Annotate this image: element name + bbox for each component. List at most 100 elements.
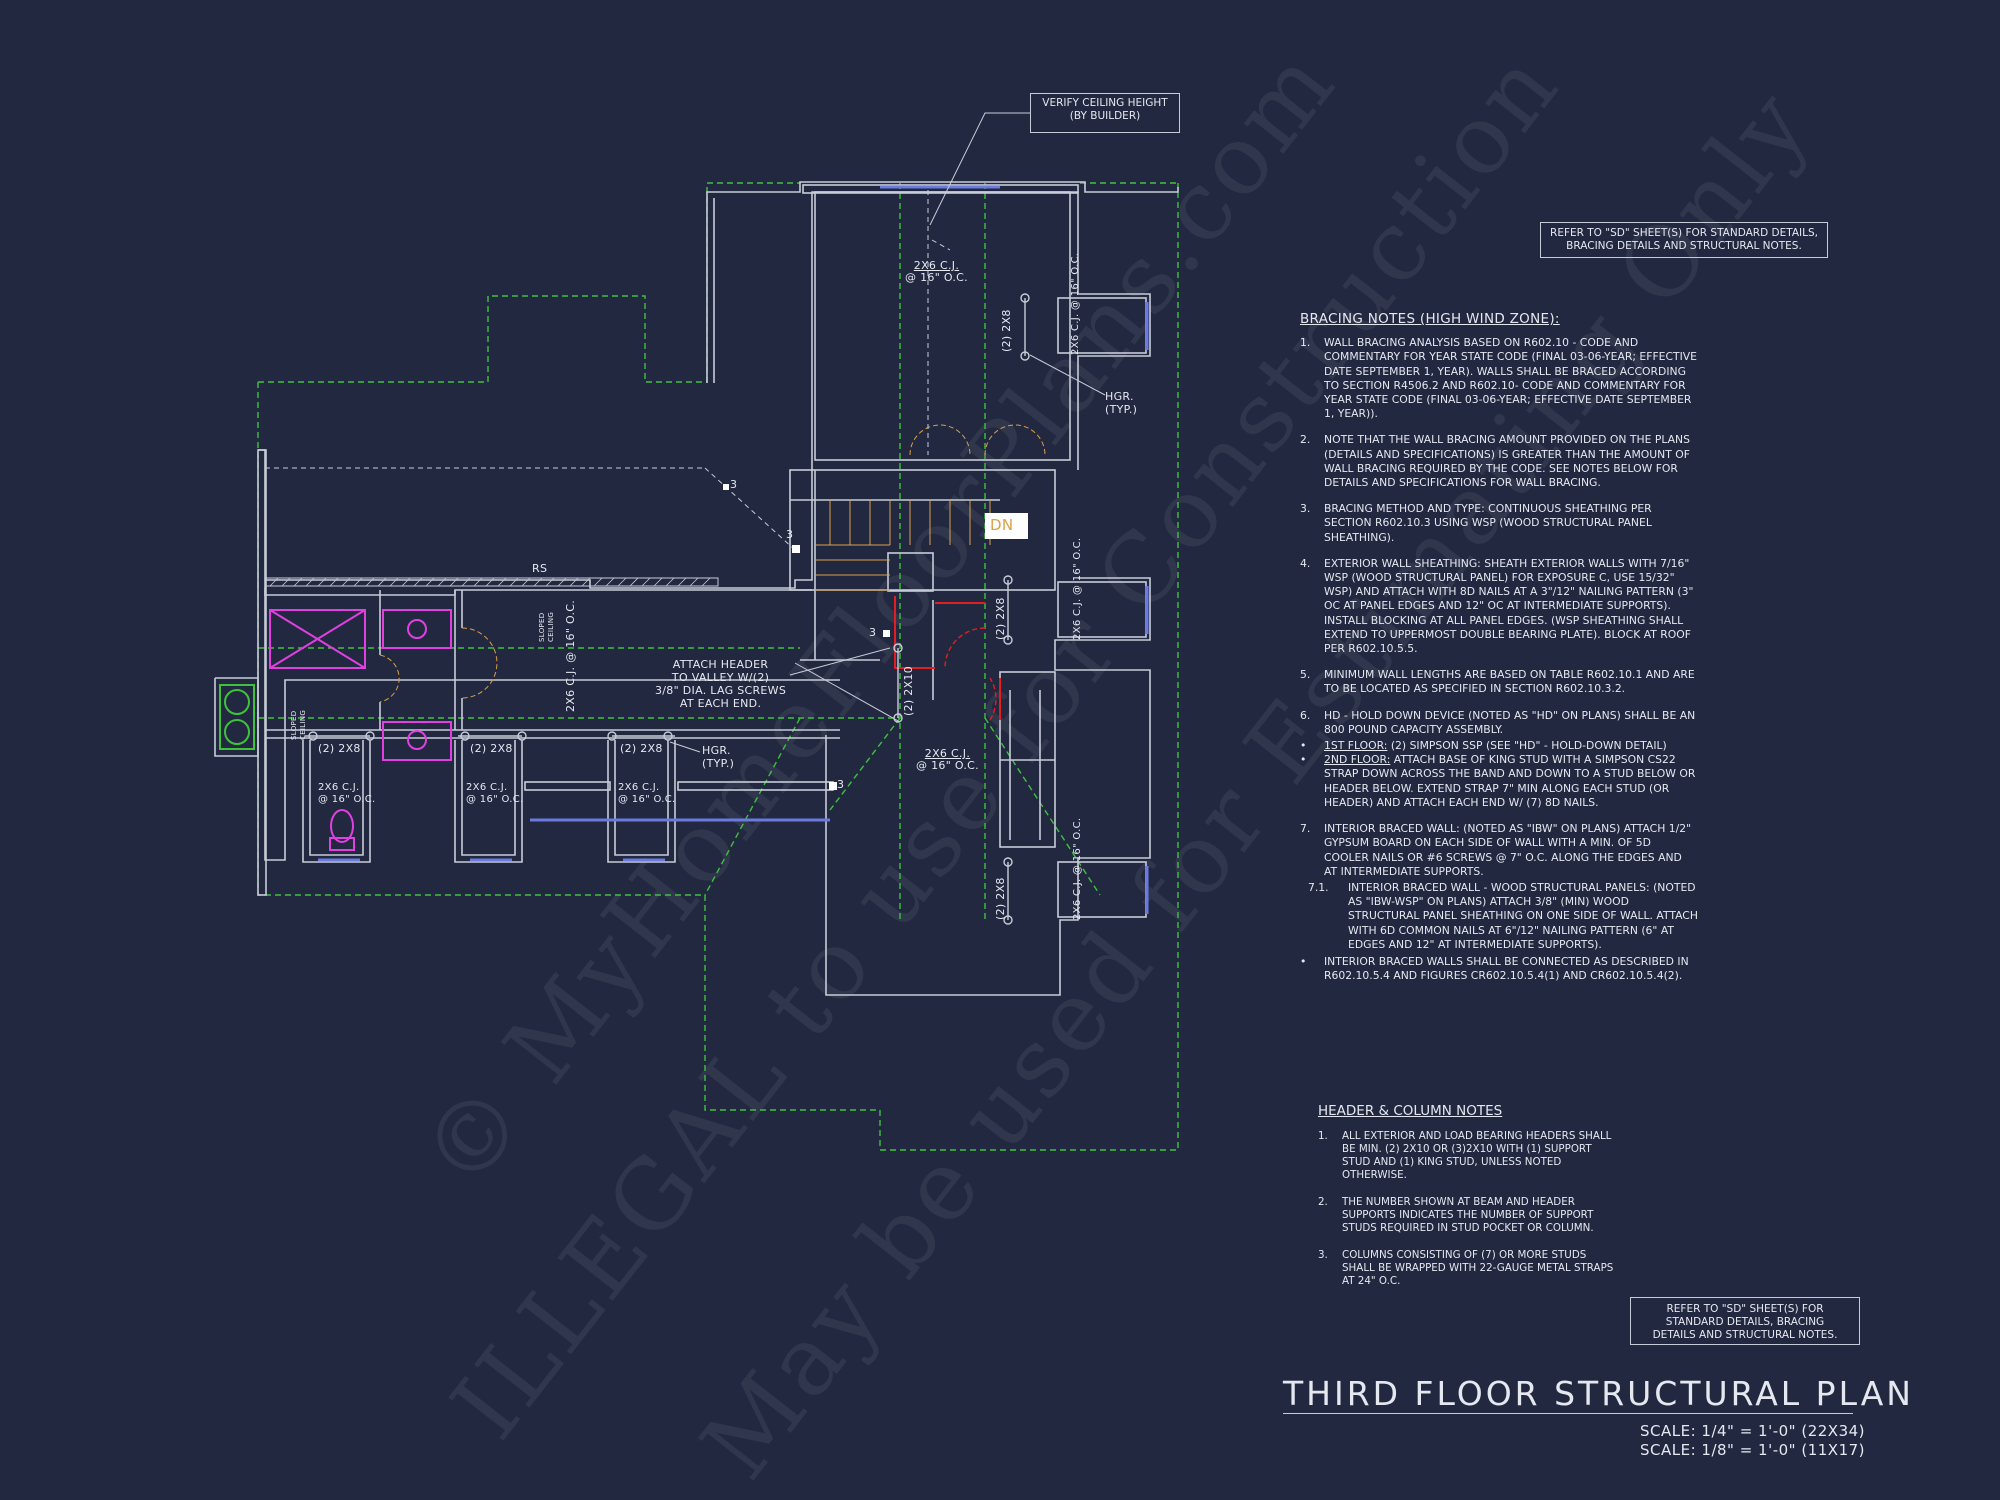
- hgr-label-1: HGR. (TYP.): [1105, 390, 1137, 416]
- refer-bottom-line-1: REFER TO "SD" SHEET(S) FOR: [1666, 1303, 1824, 1315]
- two-2x8-label-6: (2) 2x8: [994, 877, 1007, 920]
- cj-top-line-2: @ 16" O.C.: [905, 271, 968, 284]
- header-note-3-num: 3.: [1318, 1249, 1328, 1261]
- sheet-title: THIRD FLOOR STRUCTURAL PLAN: [1283, 1374, 1914, 1413]
- bracing-note-1-text: WALL BRACING ANALYSIS BASED ON R602.10 -…: [1324, 336, 1698, 421]
- two-2x8-label-4: (2) 2x8: [620, 742, 663, 755]
- attach-line-4: AT EACH END.: [679, 697, 762, 710]
- cj-room-1-line-1: 2x6 C.J.: [318, 782, 360, 793]
- dn-box: [985, 513, 1028, 539]
- cj-room-label-2: 2x6 C.J. @ 16" O.C.: [466, 782, 524, 806]
- bracing-bullet-1-num: •: [1300, 739, 1307, 753]
- bracing-note-1: 1. WALL BRACING ANALYSIS BASED ON R602.10…: [1298, 336, 1698, 421]
- cj-right-label-2: 2x6 C.J. @ 16" O.C.: [1072, 537, 1083, 640]
- cj-top-label: 2x6 C.J. @ 16" O.C.: [905, 260, 968, 284]
- sloped-ceiling-label-2: SLOPED CEILING: [290, 710, 308, 740]
- hgr-2-line-2: (TYP.): [702, 757, 735, 770]
- cj-room-label-1: 2x6 C.J. @ 16" O.C.: [318, 782, 376, 806]
- sloped-1-line-2: CEILING: [547, 611, 555, 642]
- refer-note-bottom: REFER TO "SD" SHEET(S) FOR STANDARD DETA…: [1630, 1297, 1860, 1345]
- attach-line-3: 3/8" DIA. LAG SCREWS: [655, 684, 787, 697]
- two-2x8-label-2: (2) 2x8: [318, 742, 361, 755]
- bracing-note-2-num: 2.: [1300, 433, 1311, 447]
- verify-ceiling-box: VERIFY CEILING HEIGHT (BY BUILDER): [1030, 93, 1180, 133]
- refer-note-top: REFER TO "SD" SHEET(S) FOR STANDARD DETA…: [1540, 222, 1828, 258]
- refer-top-line-1: REFER TO "SD" SHEET(S) FOR STANDARD DETA…: [1550, 227, 1818, 239]
- cj-stair-line-2: @ 16" O.C.: [916, 759, 979, 772]
- bracing-note-bullet-1: • 1ST FLOOR: (2) SIMPSON SSP (SEE "HD" - …: [1298, 739, 1698, 753]
- cj-room-label-3: 2x6 C.J. @ 16" O.C.: [618, 782, 676, 806]
- two-2x10-label: (2) 2x10: [902, 665, 915, 716]
- bracing-note-4-num: 4.: [1300, 556, 1311, 570]
- bracing-note-4-text: EXTERIOR WALL SHEATHING: SHEATH EXTERIOR…: [1324, 556, 1694, 656]
- num-3-c: 3: [869, 626, 877, 639]
- hgr-1-line-1: HGR.: [1105, 390, 1134, 403]
- washer-dryer: [219, 684, 255, 750]
- sloped-ceiling-label-1: SLOPED CEILING: [538, 612, 556, 642]
- leaders: [669, 112, 1106, 753]
- header-notes-heading: HEADER & COLUMN NOTES: [1318, 1103, 1503, 1119]
- bracing-bullet-3-num: •: [1300, 954, 1307, 968]
- header-note-1-num: 1.: [1318, 1130, 1328, 1142]
- header-note-2: 2.THE NUMBER SHOWN AT BEAM AND HEADER SU…: [1318, 1196, 1618, 1235]
- bracing-bullet-1-text: (2) SIMPSON SSP (SEE "HD" - HOLD-DOWN DE…: [1387, 739, 1667, 753]
- bracing-note-2-text: NOTE THAT THE WALL BRACING AMOUNT PROVID…: [1324, 433, 1690, 490]
- attach-header-note: ATTACH HEADER TO VALLEY w/(2) 3/8" DIA. …: [655, 658, 786, 710]
- sloped-2-line-1: SLOPED: [290, 710, 298, 740]
- cj-stair-line-1: 2x6 C.J.: [924, 747, 971, 760]
- cj-top-line-1: 2x6 C.J.: [913, 259, 960, 272]
- bracing-note-6-text: HD - HOLD DOWN DEVICE (NOTED AS "HD" ON …: [1324, 708, 1696, 736]
- two-2x8-label-1: (2) 2x8: [1000, 309, 1013, 352]
- header-note-2-num: 2.: [1318, 1196, 1328, 1208]
- dn-label: DN: [990, 516, 1014, 534]
- bracing-note-7-text: INTERIOR BRACED WALL: (NOTED AS "IBW" ON…: [1324, 822, 1692, 878]
- refer-bottom-line-3: DETAILS AND STRUCTURAL NOTES.: [1652, 1329, 1838, 1341]
- two-2x8-label-5: (2) 2x8: [994, 597, 1007, 640]
- bracing-note-1-num: 1.: [1300, 336, 1311, 350]
- refer-top-line-2: BRACING DETAILS AND STRUCTURAL NOTES.: [1566, 240, 1802, 252]
- scale-line-2: SCALE: 1/8" = 1'-0" (11x17): [1640, 1441, 1866, 1459]
- num-3-d: 3: [837, 778, 845, 791]
- cj-room-2-line-2: @ 16" O.C.: [466, 794, 524, 805]
- rs-shelf: [265, 577, 719, 587]
- bracing-note-7-1: 7.1. INTERIOR BRACED WALL - WOOD STRUCTUR…: [1298, 881, 1698, 952]
- bracing-bullet-2-text: ATTACH BASE OF KING STUD WITH A SIMPSON …: [1324, 753, 1696, 809]
- num-3-a: 3: [730, 478, 738, 491]
- bracing-bullet-2-lead: 2ND FLOOR:: [1324, 753, 1391, 767]
- hgr-2-line-1: HGR.: [702, 744, 731, 757]
- beams: [305, 293, 1030, 925]
- two-2x8-label-3: (2) 2x8: [470, 742, 513, 755]
- num-3-b: 3: [786, 528, 794, 541]
- bracing-note-7-1-text: INTERIOR BRACED WALL - WOOD STRUCTURAL P…: [1348, 880, 1698, 951]
- cj-right-label-3: 2x6 C.J. @ 16" O.C.: [1072, 817, 1083, 920]
- bracing-bullet-3-text: INTERIOR BRACED WALLS SHALL BE CONNECTED…: [1324, 954, 1689, 983]
- refer-bottom-line-2: STANDARD DETAILS, BRACING: [1665, 1316, 1825, 1328]
- bracing-note-5-num: 5.: [1300, 668, 1311, 682]
- bracing-bullet-1-lead: 1ST FLOOR:: [1324, 739, 1388, 753]
- header-notes-list: 1.ALL EXTERIOR AND LOAD BEARING HEADERS …: [1318, 1130, 1618, 1288]
- bracing-note-7-1-num: 7.1.: [1308, 880, 1329, 894]
- header-lines: [894, 596, 1001, 721]
- cj-stair-label: 2x6 C.J. @ 16" O.C.: [916, 748, 979, 772]
- bracing-note-3-num: 3.: [1300, 502, 1311, 516]
- bracing-note-5-text: MINIMUM WALL LENGTHS ARE BASED ON TABLE …: [1324, 668, 1695, 696]
- cj-room-1-line-2: @ 16" O.C.: [318, 794, 376, 805]
- cj-mid-label: 2x6 C.J. @ 16" O.C.: [564, 599, 577, 712]
- bracing-note-7-num: 7.: [1300, 822, 1311, 836]
- bracing-note-7: 7. INTERIOR BRACED WALL: (NOTED AS "IBW" …: [1298, 822, 1698, 879]
- header-column-notes: HEADER & COLUMN NOTES 1.ALL EXTERIOR AND…: [1318, 1103, 1618, 1302]
- bracing-notes-heading: BRACING NOTES (HIGH WIND ZONE):: [1300, 311, 1560, 327]
- stair: [379, 424, 1046, 703]
- windows: [318, 185, 1149, 914]
- roof-outline: [257, 182, 1179, 1151]
- cj-room-2-line-1: 2x6 C.J.: [466, 782, 508, 793]
- rs-hatch: [269, 577, 711, 587]
- attach-line-2: TO VALLEY w/(2): [671, 671, 770, 684]
- posts: [723, 484, 890, 790]
- bracing-note-6: 6.HD - HOLD DOWN DEVICE (NOTED AS "HD" O…: [1298, 709, 1698, 737]
- hgr-1-line-2: (TYP.): [1105, 403, 1138, 416]
- cj-right-label-1: 2x6 C.J. @ 16" O.C.: [1070, 252, 1081, 355]
- bracing-notes-list: 1. WALL BRACING ANALYSIS BASED ON R602.10…: [1298, 336, 1698, 983]
- bracing-note-3: 3.BRACING METHOD AND TYPE: CONTINUOUS SH…: [1298, 502, 1698, 545]
- cj-room-3-line-1: 2x6 C.J.: [618, 782, 660, 793]
